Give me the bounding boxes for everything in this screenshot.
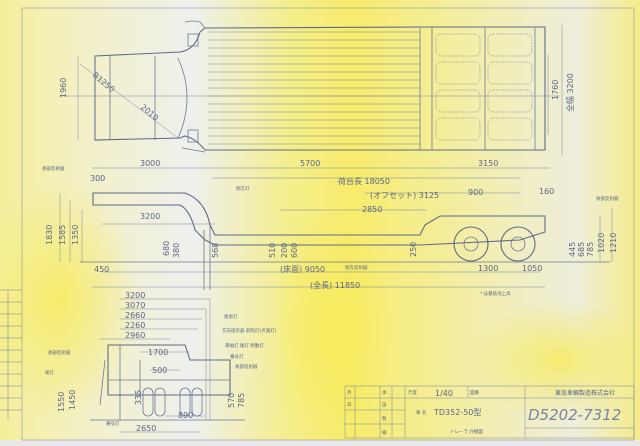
dim-label: 2850 <box>362 205 382 214</box>
dim-label: 全幅 3200 <box>565 73 575 112</box>
dim-label: 1300 <box>478 264 498 273</box>
part-label: 後部反射器 <box>596 195 619 202</box>
dim-label: 1450 <box>68 390 77 410</box>
dim-label: 1960 <box>59 78 68 98</box>
dim-label: 1585 <box>58 225 67 245</box>
dim-label: 2260 <box>125 321 145 330</box>
approval-cell: 承 <box>382 389 387 396</box>
dim-label: 600 <box>290 243 299 258</box>
part-label: 方向指示器 前照灯(点滅灯) <box>222 327 277 334</box>
part-label: 側方灯 <box>236 185 250 192</box>
dim-label: 450 <box>94 265 109 274</box>
drawing-title: トレーラ 外観図 <box>450 428 483 435</box>
dim-label: 300 <box>90 174 105 183</box>
dim-label: 570 <box>227 393 236 408</box>
dim-label: 2660 <box>125 311 145 320</box>
dim-label: 1700 <box>148 348 168 357</box>
note: * は最低地上高 <box>480 290 511 297</box>
dim-label: 685 <box>577 242 586 257</box>
approval-cell: 設 <box>382 401 387 408</box>
scale-value: 1/40 <box>435 389 453 398</box>
rear-view: 3200 3070 2660 2260 2960 1700 500 1550 1… <box>45 291 277 433</box>
drawing-border <box>21 7 635 441</box>
title-block: 月 日 承 設 製 検 尺度 1/40 図番 車 名 TD352-50型 トレー… <box>344 385 635 439</box>
dim-label: 160 <box>539 187 554 196</box>
dim-label: 1050 <box>522 264 542 273</box>
dim-label: 1760 <box>551 80 560 100</box>
margin-table <box>0 289 22 420</box>
drawing-number: D5202-7312 <box>528 406 621 424</box>
part-label: 番号灯 <box>230 353 244 360</box>
dim-label: 785 <box>237 393 246 408</box>
part-label: 後部反射器 <box>235 363 258 370</box>
dim-label: 1210 <box>609 233 618 253</box>
dim-label: 3070 <box>125 301 145 310</box>
dim-label: 250 <box>409 242 418 257</box>
dim-label: 1020 <box>597 233 606 253</box>
part-label: 後部反射器 <box>42 165 65 172</box>
dim-label: 380 <box>172 243 181 258</box>
dim-label: 2960 <box>125 331 145 340</box>
dim-label: 3000 <box>140 159 160 168</box>
company-name: 東急車輛製造株式会社 <box>555 389 615 397</box>
dim-label: (床面) 9050 <box>280 264 325 274</box>
approval-cell: 検 <box>382 429 387 436</box>
scale-label: 尺度 <box>408 389 417 396</box>
dim-label: 5700 <box>300 159 320 168</box>
dim-label: 785 <box>586 242 595 257</box>
dim-label: 335 <box>134 390 143 405</box>
dim-label: 510 <box>268 243 277 258</box>
dim-label: 890 <box>178 411 193 420</box>
dim-label: 荷台長 18050 <box>338 176 390 186</box>
dim-label: 445 <box>568 242 577 257</box>
part-label: 後退灯 <box>224 313 238 320</box>
approval-cell: 月 <box>347 390 352 396</box>
dim-label: 900 <box>468 188 483 197</box>
part-label: 番号灯 <box>106 420 120 427</box>
model-prefix: 車 名 <box>416 409 426 416</box>
part-label: 後部反射器 <box>48 349 71 356</box>
dim-label: 500 <box>152 366 167 375</box>
dim-label: 1550 <box>57 392 66 412</box>
part-label: 車幅灯 尾灯 制動灯 <box>225 342 264 349</box>
dim-label: 680 <box>162 241 171 256</box>
dim-label: 3200 <box>140 212 160 221</box>
dim-label: 200 <box>280 243 289 258</box>
approval-cell: 製 <box>382 415 387 422</box>
approval-cell: 日 <box>347 402 352 408</box>
figure-label: 図番 <box>470 389 479 396</box>
dim-label: 1830 <box>45 225 54 245</box>
part-label: 側方反射器 <box>345 264 368 271</box>
dim-label: 2650 <box>136 424 156 433</box>
dim-label: (全長) 11850 <box>310 280 360 290</box>
part-label: 尾灯 <box>45 369 54 376</box>
dim-label: 3150 <box>478 159 498 168</box>
side-view: 3000 5700 3150 荷台長 18050 (オフセット) 3125 90… <box>42 159 619 297</box>
dim-label: (オフセット) 3125 <box>370 191 439 200</box>
plan-view: 1960 R1250 2010 1760 全幅 3200 <box>59 20 575 155</box>
dim-label: 568 <box>211 243 220 258</box>
dim-label: 1350 <box>71 225 80 245</box>
dim-label: 3200 <box>125 291 145 300</box>
model-name: TD352-50型 <box>433 408 481 417</box>
